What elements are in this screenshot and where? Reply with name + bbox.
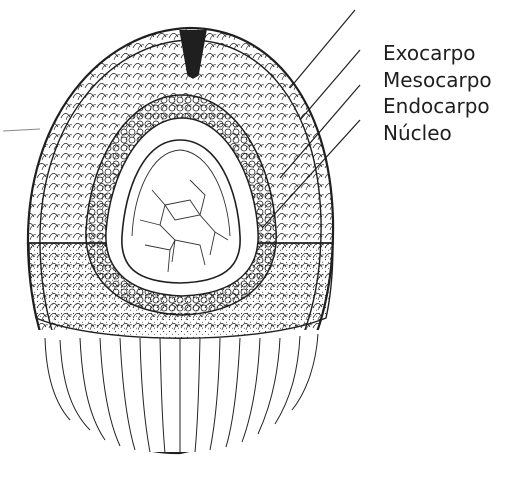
label-mesocarp: Mesocarpo [383,67,514,94]
label-nucleus: Núcleo [383,120,514,147]
label-endocarp: Endocarpo [383,93,514,120]
fruit-lower-striations [26,330,336,455]
label-exocarp: Exocarpo [383,40,514,67]
label-list: Exocarpo Mesocarpo Endocarpo Núcleo [383,40,514,146]
scan-mark [3,129,40,131]
leader-line-mesocarp [300,50,360,120]
leader-line-exocarp [290,10,355,88]
